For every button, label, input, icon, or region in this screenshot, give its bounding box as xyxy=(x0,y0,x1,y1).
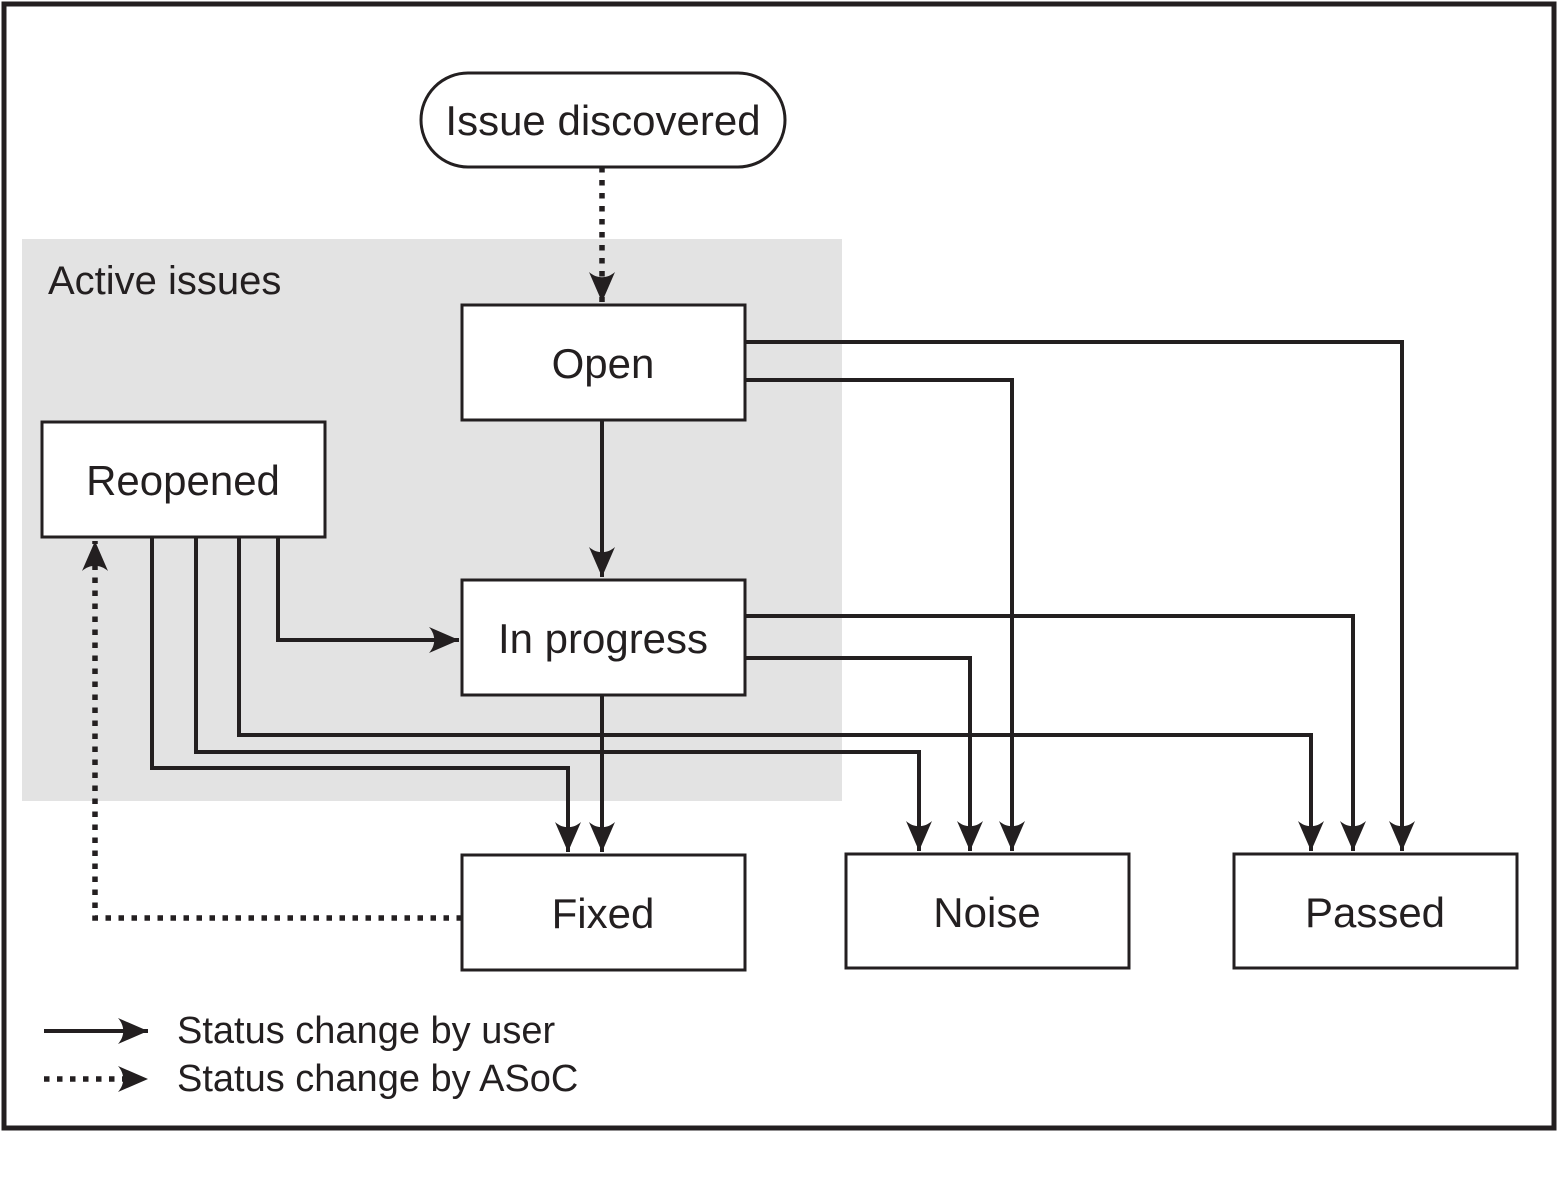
edge-open-to-noise xyxy=(745,378,1025,851)
node-fixed-label: Fixed xyxy=(552,890,655,937)
node-issue-discovered xyxy=(419,71,787,169)
edge-reopened-to-in-progress xyxy=(276,537,459,653)
node-in-progress-label: In progress xyxy=(498,615,708,662)
edge-fixed-to-reopened xyxy=(82,541,462,921)
active-issues-label: Active issues xyxy=(48,259,281,303)
diagram-frame xyxy=(1,1,1557,1131)
legend-solid-label: Status change by user xyxy=(177,1010,555,1052)
edge-in-progress-to-passed xyxy=(745,614,1366,851)
node-noise xyxy=(844,852,1131,970)
edge-in-progress-to-noise xyxy=(745,656,983,851)
edge-reopened-to-passed xyxy=(237,537,1324,851)
node-reopened-label: Reopened xyxy=(86,457,280,504)
node-reopened xyxy=(40,420,327,539)
legend-dotted-label: Status change by ASoC xyxy=(177,1058,578,1100)
node-open-label: Open xyxy=(552,340,655,387)
edge-open-to-passed xyxy=(745,340,1415,851)
legend: Status change by user Status change by A… xyxy=(44,1010,578,1100)
node-noise-label: Noise xyxy=(933,889,1040,936)
node-passed-label: Passed xyxy=(1305,889,1445,936)
node-open xyxy=(460,303,747,422)
node-in-progress xyxy=(460,578,747,697)
node-passed xyxy=(1232,852,1519,970)
edge-reopened-to-noise xyxy=(194,537,932,851)
edge-reopened-to-fixed xyxy=(150,537,581,852)
node-fixed xyxy=(460,853,747,972)
node-issue-discovered-label: Issue discovered xyxy=(445,97,760,144)
